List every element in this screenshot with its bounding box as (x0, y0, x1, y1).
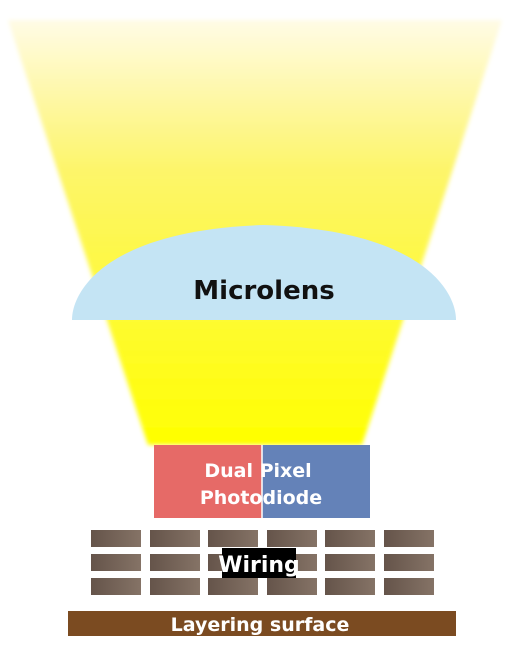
wiring-block (384, 554, 434, 571)
photodiode-right-half (262, 445, 370, 518)
wiring-block (91, 578, 141, 595)
wiring-label-background (222, 548, 296, 578)
wiring-block (325, 554, 375, 571)
layering-surface-label: Layering surface (171, 614, 350, 636)
wiring-block (91, 554, 141, 571)
dual-pixel-photodiode: Dual Pixel Photodiode (154, 445, 370, 518)
wiring-block (325, 530, 375, 547)
wiring-block (325, 578, 375, 595)
microlens (72, 225, 456, 320)
photodiode-label-line2: Photodiode (200, 487, 322, 509)
photodiode-left-half (154, 445, 262, 518)
wiring-block (91, 530, 141, 547)
wiring-block (208, 530, 258, 547)
wiring-block (150, 578, 200, 595)
photodiode-label-line1: Dual Pixel (204, 460, 311, 482)
wiring-block (150, 530, 200, 547)
wiring-block (267, 578, 317, 595)
layering-surface (68, 611, 456, 636)
wiring-block (208, 578, 258, 595)
wiring-block (384, 578, 434, 595)
wiring-block (150, 554, 200, 571)
wiring-block (267, 530, 317, 547)
wiring-label: Wiring (218, 553, 300, 578)
wiring-block (384, 530, 434, 547)
microlens-label: Microlens (193, 276, 334, 306)
